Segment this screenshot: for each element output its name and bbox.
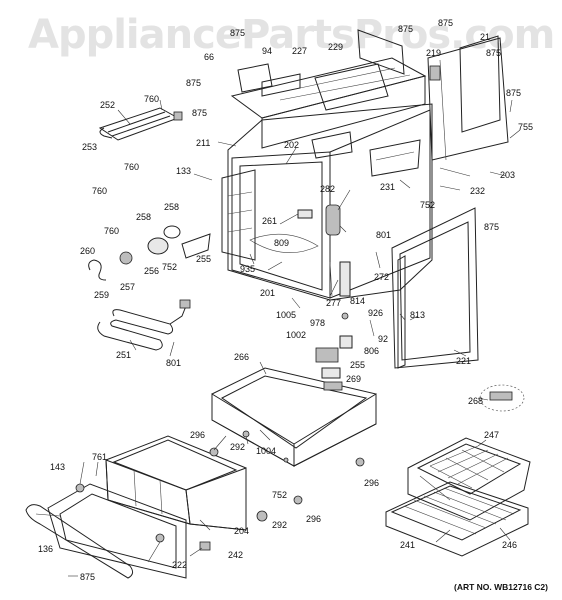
- part-label-268: 268: [468, 396, 484, 406]
- part-label-204: 204: [234, 526, 250, 536]
- part-label-259: 259: [94, 290, 110, 300]
- part-label-261: 261: [262, 216, 278, 226]
- part-label-211: 211: [196, 138, 211, 148]
- part-label-247: 247: [484, 430, 500, 440]
- rear-panel: [427, 35, 509, 161]
- part-label-875: 875: [398, 24, 414, 34]
- part-label-801: 801: [166, 358, 182, 368]
- part-label-1005: 1005: [276, 310, 297, 320]
- drawer-front-panel: [25, 483, 187, 579]
- oven-racks: [385, 475, 529, 557]
- part-label-752: 752: [420, 200, 436, 210]
- part-label-875: 875: [506, 88, 522, 98]
- part-label-229: 229: [328, 42, 344, 52]
- part-label-809: 809: [274, 238, 290, 248]
- part-label-266: 266: [234, 352, 250, 362]
- screws-and-feet: [75, 430, 365, 551]
- part-label-202: 202: [284, 140, 300, 150]
- part-label-875: 875: [484, 222, 500, 232]
- part-label-277: 277: [326, 298, 342, 308]
- part-label-251: 251: [116, 350, 132, 360]
- part-label-813: 813: [410, 310, 426, 320]
- part-label-926: 926: [368, 308, 384, 318]
- part-label-296: 296: [364, 478, 380, 488]
- part-label-232: 232: [470, 186, 486, 196]
- part-label-253: 253: [82, 142, 98, 152]
- part-label-231: 231: [380, 182, 396, 192]
- part-label-760: 760: [92, 186, 108, 196]
- part-label-136: 136: [38, 544, 54, 554]
- part-label-143: 143: [50, 462, 66, 472]
- side-panel: [391, 207, 479, 369]
- part-label-66: 66: [204, 52, 215, 62]
- part-label-760: 760: [104, 226, 120, 236]
- part-label-227: 227: [292, 46, 308, 56]
- oven-body: [221, 103, 433, 301]
- watermark-logo: AppliancePartsPros.com: [28, 12, 555, 58]
- part-label-260: 260: [80, 246, 96, 256]
- part-label-755: 755: [518, 122, 534, 132]
- part-label-806: 806: [364, 346, 380, 356]
- part-label-257: 257: [120, 282, 136, 292]
- part-label-978: 978: [310, 318, 326, 328]
- part-label-219: 219: [426, 48, 442, 58]
- part-label-258: 258: [136, 212, 152, 222]
- part-label-760: 760: [124, 162, 140, 172]
- part-label-242: 242: [228, 550, 244, 560]
- part-label-760: 760: [144, 94, 160, 104]
- broil-element-lower: [97, 299, 191, 351]
- part-label-292: 292: [230, 442, 246, 452]
- part-label-875: 875: [230, 28, 246, 38]
- part-label-875: 875: [186, 78, 202, 88]
- oven-light-parts: [88, 225, 211, 281]
- part-label-296: 296: [190, 430, 206, 440]
- part-label-752: 752: [272, 490, 288, 500]
- part-label-814: 814: [350, 296, 366, 306]
- part-label-201: 201: [260, 288, 276, 298]
- part-label-256: 256: [144, 266, 160, 276]
- part-label-94: 94: [262, 46, 273, 56]
- control-bracket: [315, 312, 375, 379]
- part-label-875: 875: [486, 48, 502, 58]
- part-label-133: 133: [176, 166, 192, 176]
- art-number: (ART NO. WB12716 C2): [454, 582, 548, 592]
- part-label-21: 21: [480, 32, 491, 42]
- part-label-292: 292: [272, 520, 288, 530]
- part-label-255: 255: [196, 254, 212, 264]
- part-label-246: 246: [502, 540, 518, 550]
- part-label-252: 252: [100, 100, 116, 110]
- part-label-752: 752: [162, 262, 178, 272]
- part-label-222: 222: [172, 560, 188, 570]
- part-label-1004: 1004: [256, 446, 277, 456]
- part-label-221: 221: [456, 356, 472, 366]
- part-label-801: 801: [376, 230, 392, 240]
- part-label-875: 875: [438, 18, 454, 28]
- part-label-241: 241: [400, 540, 416, 550]
- part-label-269: 269: [346, 374, 362, 384]
- part-label-255: 255: [350, 360, 366, 370]
- part-label-1002: 1002: [286, 330, 307, 340]
- part-label-203: 203: [500, 170, 516, 180]
- part-label-761: 761: [92, 452, 108, 462]
- part-label-272: 272: [374, 272, 390, 282]
- part-label-258: 258: [164, 202, 180, 212]
- part-label-296: 296: [306, 514, 322, 524]
- drawer-support-frame: [211, 367, 377, 467]
- part-label-875: 875: [192, 108, 208, 118]
- sensor-inset: [479, 384, 525, 412]
- top-panel-assembly: [230, 29, 427, 149]
- bake-element-upper: [98, 107, 183, 141]
- part-label-282: 282: [320, 184, 336, 194]
- broiler-pan: [407, 437, 531, 521]
- leader-lines: [35, 99, 521, 577]
- part-label-875: 875: [80, 572, 96, 582]
- part-label-935: 935: [240, 264, 256, 274]
- part-label-92: 92: [378, 334, 389, 344]
